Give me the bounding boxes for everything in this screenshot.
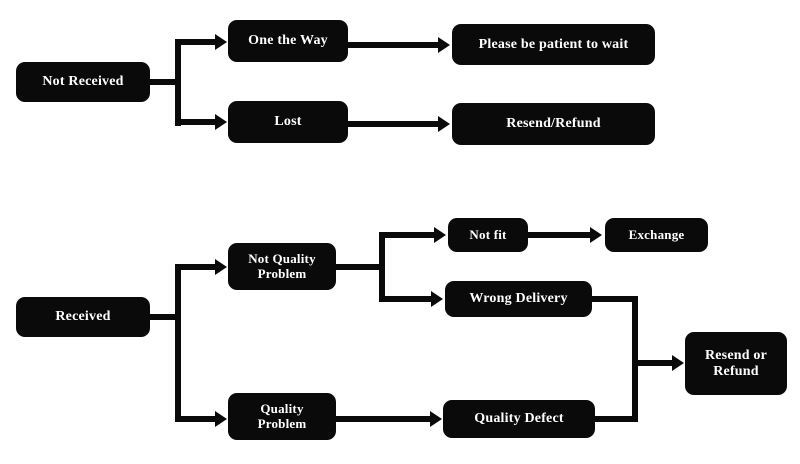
edge-nqp-stem — [336, 264, 382, 270]
edge-lost-to-resend-refund — [348, 121, 440, 127]
node-resend-or-refund-line1: Resend or — [704, 347, 768, 363]
edge-received-trunk — [175, 264, 181, 422]
edge-branch-lost — [175, 119, 217, 125]
arrowhead-wrong-delivery — [431, 291, 443, 307]
edge-quality-problem-to-quality-defect — [336, 416, 432, 422]
arrowhead-lost — [215, 114, 227, 130]
arrowhead-not-fit — [434, 227, 446, 243]
node-received-label: Received — [55, 309, 111, 325]
edge-nqp-subtrunk — [379, 232, 385, 302]
node-please-be-patient-to-wait[interactable]: Please be patient to wait — [452, 24, 655, 65]
arrowhead-resend-refund — [438, 116, 450, 132]
node-not-quality-problem-line1: Not Quality — [248, 250, 316, 266]
edge-not-received-trunk — [175, 42, 181, 126]
edge-wrong-delivery-merge — [592, 296, 638, 302]
edge-branch-one-the-way — [175, 39, 217, 45]
node-quality-problem-line1: Quality — [260, 400, 304, 416]
arrowhead-not-quality-problem — [215, 259, 227, 275]
node-please-be-patient-label: Please be patient to wait — [478, 36, 629, 52]
node-lost[interactable]: Lost — [228, 101, 348, 143]
node-quality-problem-line2: Problem — [257, 415, 307, 431]
node-wrong-delivery-label: Wrong Delivery — [469, 291, 568, 307]
edge-not-received-stem — [150, 79, 181, 85]
node-quality-problem[interactable]: Quality Problem — [228, 393, 336, 440]
arrowhead-quality-problem — [215, 411, 227, 427]
edge-branch-quality-problem — [175, 416, 217, 422]
arrowhead-please-wait — [438, 37, 450, 53]
node-not-received-label: Not Received — [42, 74, 124, 90]
node-exchange-label: Exchange — [628, 226, 685, 242]
node-resend-or-refund-line2: Refund — [713, 363, 759, 379]
node-resend-refund-label: Resend/Refund — [506, 116, 601, 132]
arrowhead-exchange — [590, 227, 602, 243]
edge-one-the-way-to-please-wait — [348, 42, 440, 48]
arrowhead-one-the-way — [215, 34, 227, 50]
edge-branch-not-quality-problem — [175, 264, 217, 270]
node-not-quality-problem[interactable]: Not Quality Problem — [228, 243, 336, 290]
node-not-fit[interactable]: Not fit — [448, 218, 528, 252]
node-received[interactable]: Received — [16, 297, 150, 337]
node-one-the-way-label: One the Way — [248, 33, 328, 49]
node-resend-refund[interactable]: Resend/Refund — [452, 103, 655, 145]
edge-quality-defect-merge — [592, 416, 638, 422]
arrowhead-resend-or-refund — [672, 355, 684, 371]
edge-received-stem — [150, 314, 181, 320]
node-quality-defect[interactable]: Quality Defect — [443, 400, 595, 438]
node-one-the-way[interactable]: One the Way — [228, 20, 348, 62]
edge-nqp-to-not-fit — [379, 232, 436, 238]
node-not-received[interactable]: Not Received — [16, 62, 150, 102]
node-resend-or-refund[interactable]: Resend or Refund — [685, 332, 787, 395]
node-exchange[interactable]: Exchange — [605, 218, 708, 252]
edge-merge-to-resend-or-refund — [632, 360, 674, 366]
node-not-fit-label: Not fit — [469, 226, 507, 242]
node-not-quality-problem-line2: Problem — [257, 265, 307, 281]
edge-not-fit-to-exchange — [528, 232, 592, 238]
edge-nqp-to-wrong-delivery — [379, 296, 434, 302]
node-wrong-delivery[interactable]: Wrong Delivery — [445, 281, 592, 317]
node-lost-label: Lost — [274, 114, 302, 130]
arrowhead-quality-defect — [430, 411, 442, 427]
edge-merge-vertical — [632, 296, 638, 422]
node-quality-defect-label: Quality Defect — [474, 411, 564, 427]
